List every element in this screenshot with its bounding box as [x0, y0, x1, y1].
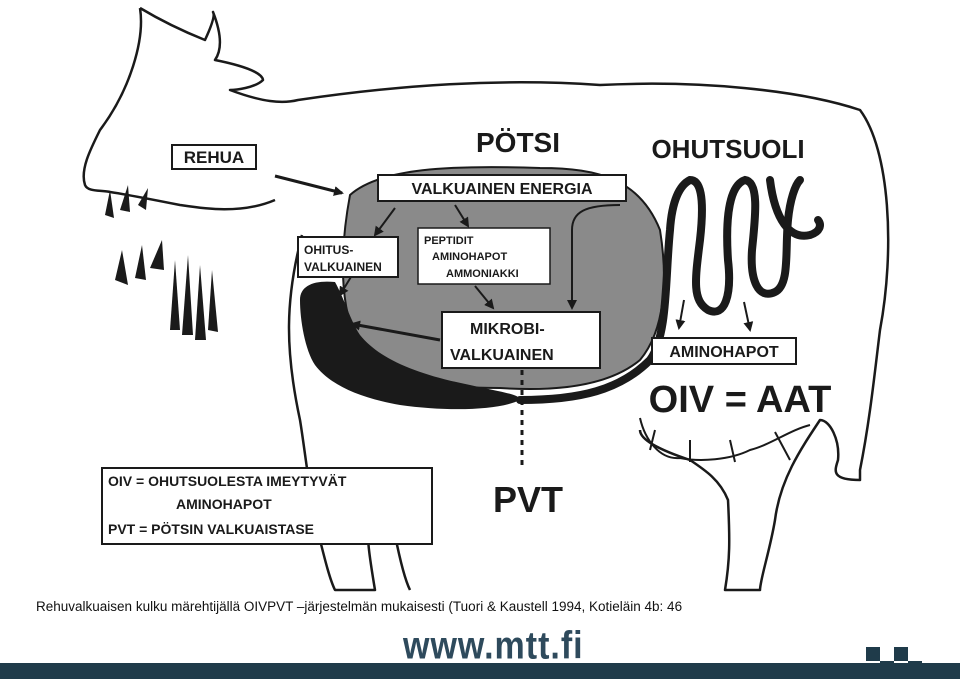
degradation-arrow — [454, 204, 470, 228]
grass-icon — [105, 185, 218, 340]
feed-arrow — [274, 174, 344, 196]
oiv-aat-label: OIV = AAT — [649, 379, 832, 421]
rehua-label: REHUA — [184, 148, 244, 167]
valkuainen-energia-box — [377, 174, 627, 202]
legend-line3: PVT = PÖTSIN VALKUAISTASE — [108, 521, 314, 537]
valkuainen-energia-label: VALKUAINEN ENERGIA — [411, 181, 592, 198]
bypass-arrow — [373, 207, 396, 237]
absorption-arrow-right — [743, 301, 754, 332]
footer-square — [908, 661, 922, 675]
ohitus-label-line1: OHITUS- — [304, 243, 353, 257]
abomasum — [300, 281, 520, 410]
legend-line2: AMINOHAPOT — [176, 496, 272, 512]
potsi-title: PÖTSI — [476, 127, 560, 158]
figure-caption: Rehuvalkuaisen kulku märehtijällä OIVPVT… — [36, 599, 683, 614]
pvt-label: PVT — [493, 479, 563, 520]
small-intestine — [516, 175, 804, 404]
aminohapot-small-label: AMINOHAPOT — [432, 251, 507, 263]
aminohapot-label: AMINOHAPOT — [669, 344, 779, 361]
aminohapot-box — [651, 337, 797, 365]
peptidit-box — [417, 227, 551, 285]
rehua-box — [171, 144, 257, 170]
absorption-arrow-left — [675, 299, 686, 330]
mikrobi-label-line2: VALKUAINEN — [450, 347, 554, 364]
footer-square — [894, 647, 908, 661]
microbial-flow-arrow — [350, 320, 441, 342]
footer-square — [880, 661, 894, 675]
footer-square — [866, 647, 880, 661]
energy-arrow — [567, 204, 621, 310]
ohitus-label-line2: VALKUAINEN — [304, 260, 382, 274]
udder — [639, 417, 811, 463]
legend-line1: OIV = OHUTSUOLESTA IMEYTYVÄT — [108, 473, 347, 489]
ammoniakki-label: AMMONIAKKI — [446, 268, 519, 280]
small-intestine-loop — [766, 176, 824, 240]
legend-box — [101, 467, 433, 545]
mtt-logo: www.mtt.fi — [403, 624, 584, 668]
mikrobi-label-line1: MIKROBI- — [470, 321, 545, 338]
footer-bar — [0, 663, 960, 679]
synthesis-arrow — [474, 285, 495, 310]
ohutsuoli-title: OHUTSUOLI — [651, 134, 804, 164]
peptidit-label: PEPTIDIT — [424, 235, 474, 247]
ohitus-box — [297, 236, 399, 278]
mikrobi-box — [441, 311, 601, 369]
